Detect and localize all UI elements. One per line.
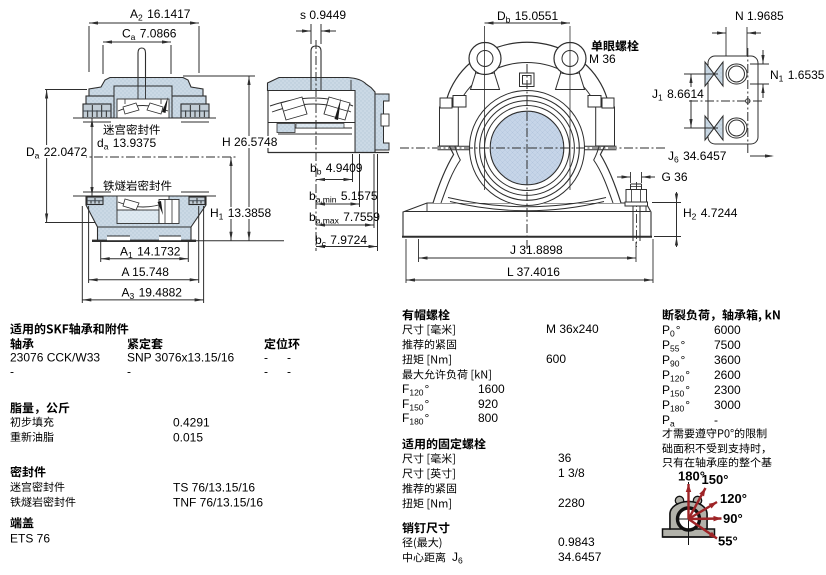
- svg-text:F120 °: F120 °: [402, 382, 430, 398]
- svg-text:7500: 7500: [714, 338, 741, 352]
- svg-text:-: -: [127, 365, 131, 379]
- svg-text:-: -: [10, 365, 14, 379]
- svg-text:23076 CCK/W33: 23076 CCK/W33: [10, 351, 100, 365]
- svg-text:55°: 55°: [718, 534, 738, 549]
- svg-text:2600: 2600: [714, 368, 741, 382]
- svg-text:0.4291: 0.4291: [173, 416, 210, 430]
- svg-text:P150 °: P150 °: [662, 383, 690, 399]
- svg-text:2300: 2300: [714, 383, 741, 397]
- svg-text:s 0.9449: s 0.9449: [300, 8, 346, 22]
- svg-text:180°: 180°: [678, 469, 705, 484]
- svg-text:0.015: 0.015: [173, 431, 203, 445]
- svg-text:N 1.9685: N 1.9685: [735, 9, 784, 23]
- svg-text:J6 34.6457: J6 34.6457: [668, 149, 727, 165]
- svg-text:M 36x240: M 36x240: [546, 322, 599, 336]
- svg-text:Pa: Pa: [662, 413, 676, 429]
- svg-text:1 3/8: 1 3/8: [558, 466, 585, 480]
- svg-text:P90 °: P90 °: [662, 353, 686, 369]
- svg-text:1600: 1600: [478, 382, 505, 396]
- svg-text:36: 36: [558, 451, 572, 465]
- svg-text:H 26.5748: H 26.5748: [222, 135, 278, 149]
- svg-text:M 36: M 36: [589, 52, 616, 66]
- svg-text:-: -: [264, 351, 268, 365]
- svg-text:G 36: G 36: [662, 170, 688, 184]
- svg-text:P180 °: P180 °: [662, 398, 690, 414]
- svg-text:-: -: [714, 413, 718, 427]
- svg-text:F150 °: F150 °: [402, 397, 430, 413]
- svg-text:TNF 76/13.15/16: TNF 76/13.15/16: [173, 496, 263, 510]
- svg-text:Db 15.0551: Db 15.0551: [497, 9, 558, 25]
- svg-text:-: -: [287, 365, 291, 379]
- svg-text:TS 76/13.15/16: TS 76/13.15/16: [173, 481, 255, 495]
- svg-text:J 31.8898: J 31.8898: [510, 243, 563, 257]
- svg-text:3000: 3000: [714, 398, 741, 412]
- svg-text:ba,max 7.7559: ba,max 7.7559: [309, 210, 380, 226]
- svg-text:-: -: [264, 365, 268, 379]
- svg-text:800: 800: [478, 411, 498, 425]
- svg-text:P0 °: P0 °: [662, 323, 681, 339]
- svg-text:H1 13.3858: H1 13.3858: [210, 206, 271, 222]
- svg-text:ETS 76: ETS 76: [10, 532, 50, 546]
- svg-text:A1 14.1732: A1 14.1732: [120, 245, 181, 261]
- svg-text:bb 4.9409: bb 4.9409: [310, 161, 363, 177]
- svg-text:bc 7.9724: bc 7.9724: [315, 233, 367, 249]
- svg-text:Da 22.0472: Da 22.0472: [26, 145, 87, 161]
- svg-text:120°: 120°: [720, 491, 747, 506]
- svg-text:P55 °: P55 °: [662, 338, 686, 354]
- svg-text:920: 920: [478, 397, 498, 411]
- svg-text:34.6457: 34.6457: [558, 550, 602, 564]
- svg-text:L 37.4016: L 37.4016: [507, 265, 560, 279]
- svg-text:0.9843: 0.9843: [558, 535, 595, 549]
- svg-text:150°: 150°: [702, 472, 729, 487]
- svg-text:2280: 2280: [558, 496, 585, 510]
- svg-text:F180 °: F180 °: [402, 411, 430, 427]
- svg-text:A 15.748: A 15.748: [122, 265, 170, 279]
- svg-text:-: -: [287, 351, 291, 365]
- svg-text:J6: J6: [452, 550, 464, 566]
- svg-text:J1 8.6614: J1 8.6614: [652, 87, 704, 103]
- svg-text:6000: 6000: [714, 323, 741, 337]
- svg-text:N1 1.6535: N1 1.6535: [770, 68, 825, 84]
- svg-text:da 13.9375: da 13.9375: [97, 136, 156, 152]
- svg-text:90°: 90°: [723, 511, 743, 526]
- svg-text:A2 16.1417: A2 16.1417: [130, 7, 191, 23]
- svg-text:600: 600: [546, 352, 566, 366]
- svg-text:ba,min 5.1575: ba,min 5.1575: [309, 189, 378, 205]
- svg-text:Ca 7.0866: Ca 7.0866: [122, 27, 177, 43]
- svg-text:P120 °: P120 °: [662, 368, 690, 384]
- svg-text:3600: 3600: [714, 353, 741, 367]
- svg-text:H2 4.7244: H2 4.7244: [683, 206, 738, 222]
- svg-text:SNP 3076x13.15/16: SNP 3076x13.15/16: [127, 351, 235, 365]
- svg-text:A3 19.4882: A3 19.4882: [122, 286, 183, 302]
